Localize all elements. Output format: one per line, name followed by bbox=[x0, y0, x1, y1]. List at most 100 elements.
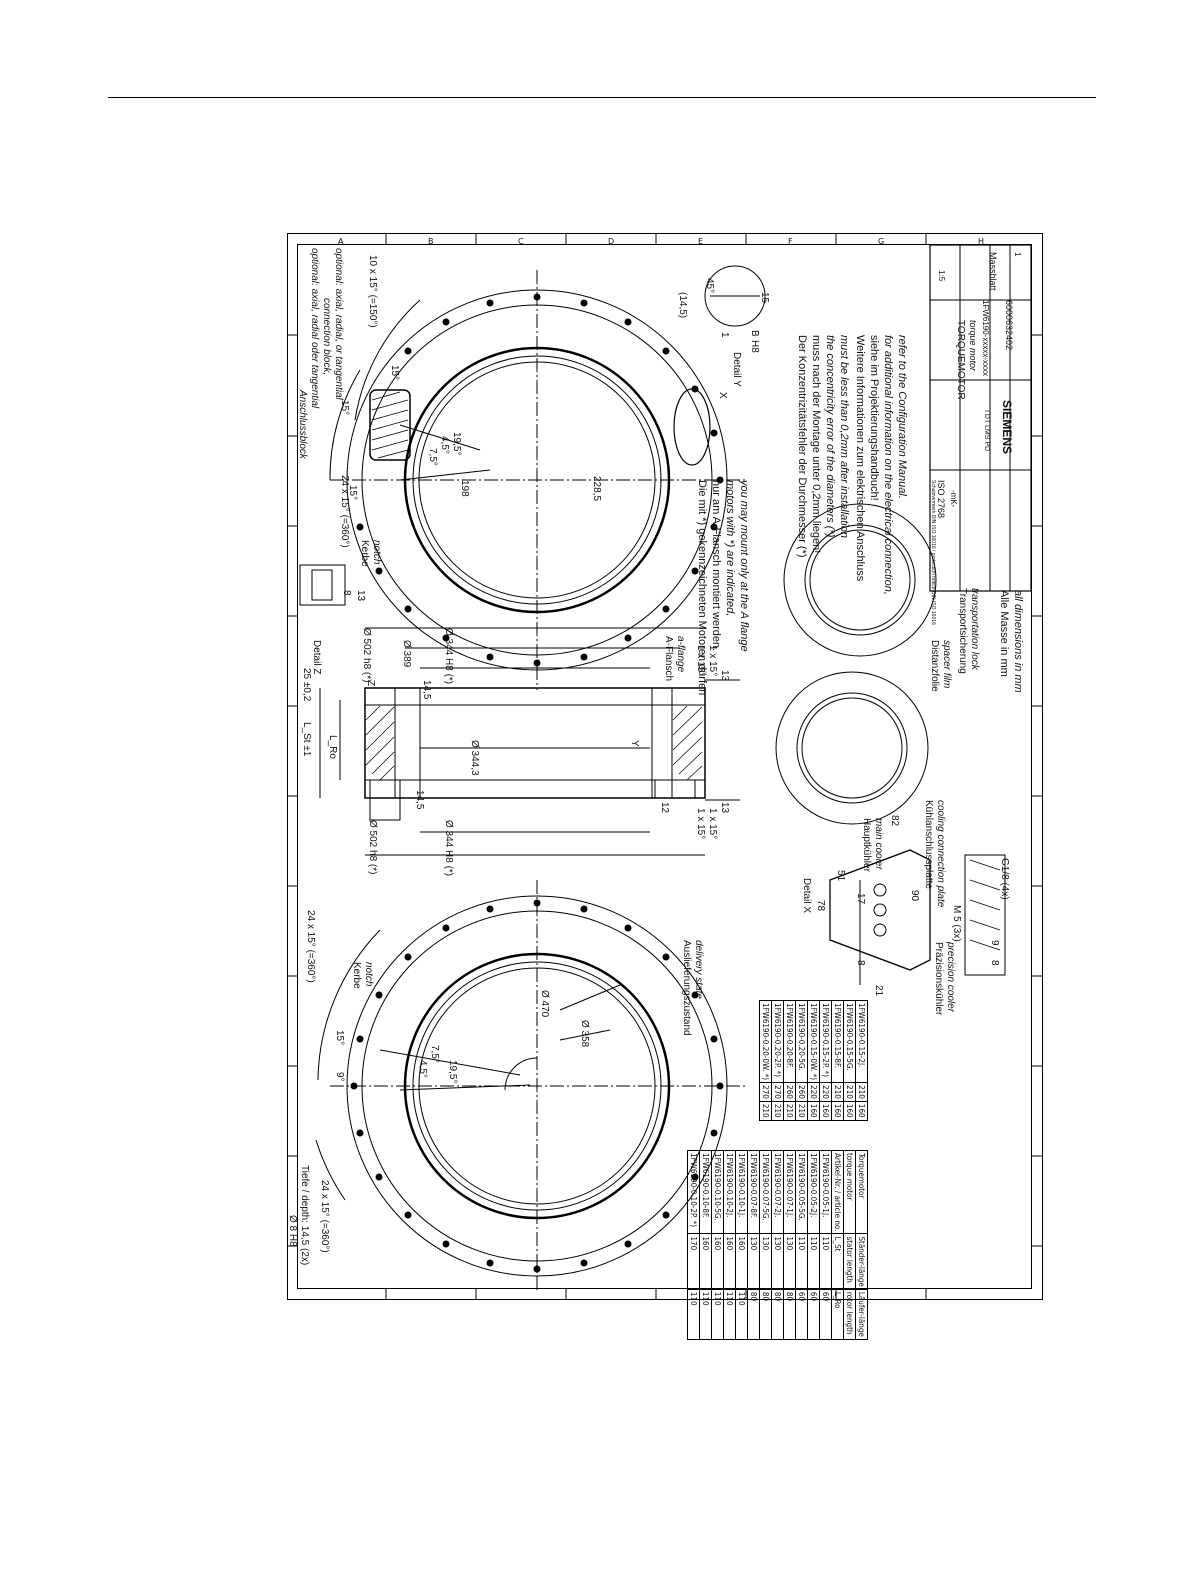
table-cell: 160 bbox=[843, 1101, 856, 1121]
note-info-en1: for additional information on the electr… bbox=[882, 335, 894, 595]
table-cell: 130 bbox=[747, 1233, 760, 1290]
note-info-de1: Weitere Informationen zum elektrischen A… bbox=[854, 335, 866, 582]
table-cell: 210 bbox=[771, 1101, 784, 1121]
detail-x-82: 82 bbox=[889, 815, 900, 827]
hole-depth: Tiefe / depth: 14,5 (2x) bbox=[299, 1165, 310, 1266]
angle-195-rear: 19,5° bbox=[451, 432, 462, 456]
detail-z-8: 8 bbox=[341, 590, 352, 596]
note-conc-de2: muss nach der Montage unter 0,2mm liegen… bbox=[810, 335, 822, 554]
table-cell: 1FW6190-0.15-2P. *) bbox=[819, 1000, 832, 1083]
table-cell: 110 bbox=[807, 1233, 820, 1290]
detail-y-b: B bbox=[749, 330, 760, 337]
aflange-de: A-Flansch bbox=[663, 636, 674, 682]
table-cell: 160 bbox=[699, 1233, 712, 1290]
plate-en: cooling connection plate bbox=[935, 800, 946, 908]
chamfer-d: 1 x 15° bbox=[707, 808, 718, 840]
table-header-cell: L_St bbox=[831, 1233, 844, 1290]
table-header-cell: Ständer-länge bbox=[855, 1233, 868, 1290]
table-cell: 1FW6190-0.10-1J. bbox=[735, 1150, 748, 1234]
detail-x-21: 21 bbox=[873, 985, 884, 997]
note-conc-en1: the concentricity error of the diameters… bbox=[824, 335, 836, 538]
table-header-cell: L_Ro bbox=[831, 1289, 844, 1340]
table-cell: 1FW6190-0.07-5G. bbox=[759, 1150, 772, 1234]
table-header-cell: torque motor bbox=[843, 1150, 856, 1234]
zone-d: D bbox=[608, 237, 615, 246]
tb-code: I DT LMS PD bbox=[983, 410, 990, 452]
dim-lro: L_Ro bbox=[327, 735, 338, 759]
detail-z-13: 13 bbox=[355, 590, 366, 602]
delivery-de: Auslieferungszustand bbox=[681, 940, 692, 1036]
table-cell: 1FW6190-0.05-1J. bbox=[819, 1150, 832, 1234]
detail-y-h8: H8 bbox=[749, 340, 760, 353]
angle-195-front: 19,5° bbox=[447, 1060, 458, 1084]
table-cell: 80 bbox=[747, 1289, 760, 1340]
table-cell: 1FW6190-0.05-5G. bbox=[795, 1150, 808, 1234]
table-header-cell: rotor length bbox=[843, 1289, 856, 1340]
table-cell: 110 bbox=[735, 1289, 748, 1340]
table-cell: 210 bbox=[831, 1082, 844, 1102]
table-cell: 110 bbox=[711, 1289, 724, 1340]
spacer-de: Distanzfolie bbox=[929, 640, 940, 692]
dim-12: 12 bbox=[659, 802, 670, 814]
table-header-cell: Läufer-länge bbox=[855, 1289, 868, 1340]
aflange-en: a-flange bbox=[675, 636, 686, 673]
table-cell: 80 bbox=[771, 1289, 784, 1340]
table-cell: 1FW6190-0.05-2J. bbox=[807, 1150, 820, 1234]
table-header-cell: Torquemotor bbox=[855, 1150, 868, 1234]
zone-f: F bbox=[788, 237, 793, 246]
table-cell: 130 bbox=[783, 1233, 796, 1290]
zone-g: G bbox=[878, 237, 885, 246]
table-cell: 60 bbox=[795, 1289, 808, 1340]
table-header-cell: Artikel-Nr. / article no. bbox=[831, 1150, 844, 1234]
dim-344-bot: Ø 344 H8 (*) bbox=[443, 820, 454, 877]
block-label-en: connection block, bbox=[321, 298, 332, 376]
table-cell: 210 bbox=[783, 1101, 796, 1121]
table-cell: 1FW6190-0.15-8F. bbox=[831, 1000, 844, 1083]
table-cell: 1FW6190-0.07-8F. bbox=[747, 1150, 760, 1234]
detail-x-78: 78 bbox=[815, 900, 826, 912]
m5-thread: M 5 (3x) bbox=[951, 905, 962, 942]
marker-y: Y bbox=[629, 740, 640, 747]
tb-norm: ISO 2768 bbox=[936, 480, 946, 519]
table-cell: 130 bbox=[771, 1233, 784, 1290]
table-cell: 1FW6190-0.10-8F. bbox=[699, 1150, 712, 1234]
lock-en: transportation lock bbox=[969, 588, 980, 670]
note-aflange-en1: motors with *) are indicated, bbox=[724, 480, 736, 617]
angle-15-front: 15° bbox=[334, 1030, 345, 1046]
detail-z-title: Detail Z bbox=[311, 640, 322, 675]
detail-y-angle: 45° bbox=[704, 278, 715, 294]
notch-front: notch bbox=[363, 962, 374, 987]
table-header-cell: stator length bbox=[843, 1233, 856, 1290]
hole-note: Ø 8 H8 bbox=[287, 1215, 298, 1247]
table-cell: 60 bbox=[819, 1289, 832, 1340]
detail-x-8b: 8 bbox=[989, 960, 1000, 966]
pattern-10: 10 x 15° (=150°) bbox=[367, 255, 378, 328]
table-cell: 1FW6190-0.10-2J. bbox=[723, 1150, 736, 1234]
table-cell: 1FW6190-0.07-1J. bbox=[783, 1150, 796, 1234]
table-cell: 160 bbox=[819, 1101, 832, 1121]
note-aflange-de2: nur am A-Flansch montiert werden. bbox=[710, 480, 722, 652]
table-cell: 270 bbox=[771, 1082, 784, 1102]
dim-358: Ø 358 bbox=[579, 1020, 590, 1048]
zone-b: B bbox=[428, 237, 434, 246]
precision-en: precision cooler bbox=[945, 942, 956, 1013]
plate-de: Kühlanschlussplatte bbox=[923, 800, 934, 889]
tb-sheet-label: Massblatt bbox=[988, 252, 998, 291]
angle-45-front: 4,5° bbox=[417, 1060, 428, 1078]
lock-de: Transportsicherung bbox=[957, 588, 968, 674]
notch-rear: notch bbox=[371, 540, 382, 565]
tb-title2: torque motor bbox=[968, 320, 978, 372]
note-info-de2: siehe im Projektierungshandbuch! bbox=[868, 335, 880, 501]
